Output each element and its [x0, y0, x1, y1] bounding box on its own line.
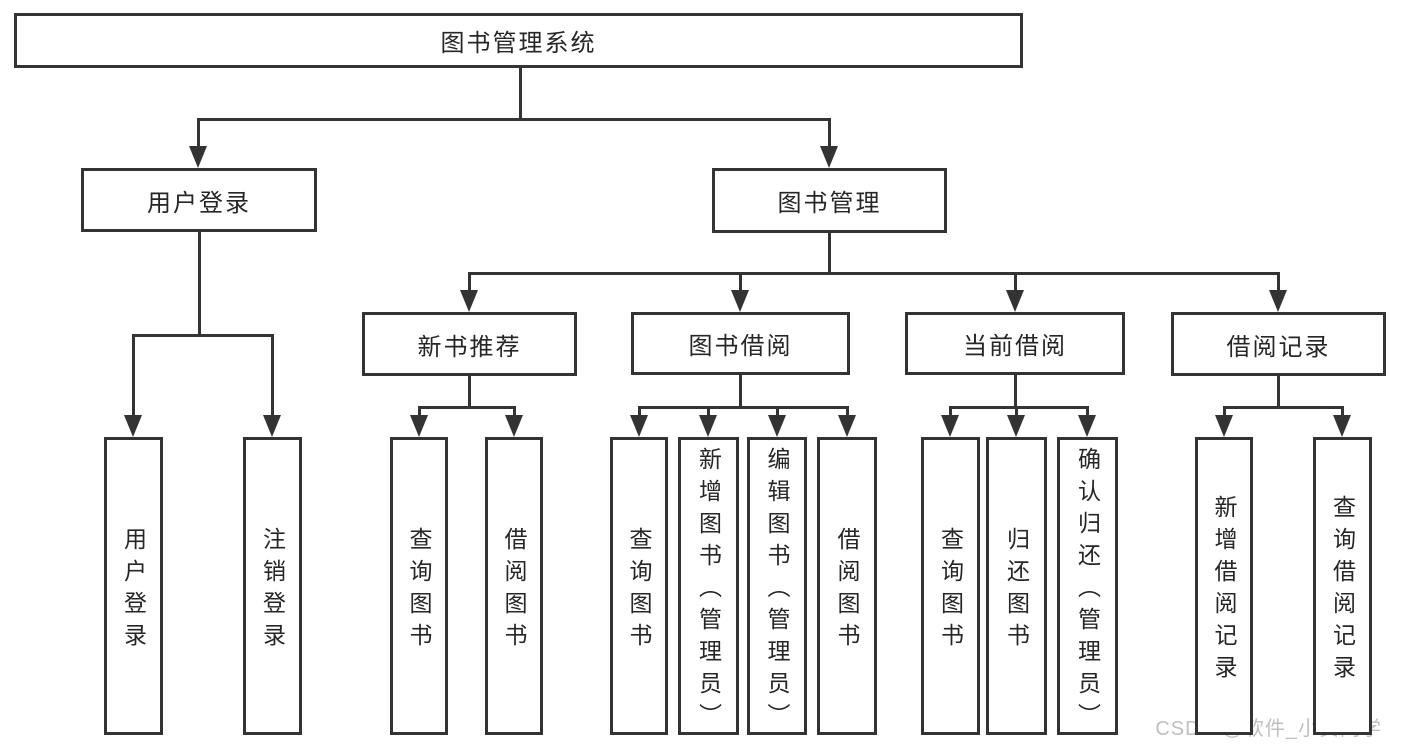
node-rec-add-borrow-log: 新增借阅记录	[1195, 437, 1253, 735]
node-label-rec-add-borrow-log: 新增借阅记录	[1211, 494, 1237, 687]
connector-drop	[417, 407, 421, 417]
arrowhead-down-icon	[1006, 290, 1024, 312]
connector-bar	[1222, 405, 1344, 409]
node-label-book-borrowing: 图书借阅	[688, 333, 793, 360]
arrowhead-down-icon	[505, 415, 523, 437]
node-label-rec-query-borrow-log: 查询借阅记录	[1329, 494, 1356, 687]
node-book-management: 图书管理	[712, 168, 947, 233]
connector-drop	[1222, 407, 1226, 417]
node-label-root: 图书管理系统	[440, 30, 597, 57]
arrowhead-down-icon	[768, 415, 786, 437]
connector-bar	[948, 405, 1089, 409]
arrowhead-down-icon	[1078, 415, 1096, 437]
arrowhead-down-icon	[460, 290, 478, 312]
node-bor-borrow-book: 借阅图书	[817, 437, 877, 735]
node-cur-query-book: 查询图书	[921, 437, 980, 735]
node-label-borrowing-records: 借阅记录	[1226, 333, 1331, 361]
connector-stem	[1013, 375, 1017, 407]
node-borrowing-records: 借阅记录	[1171, 312, 1386, 376]
arrowhead-down-icon	[124, 415, 142, 437]
connector-drop	[512, 407, 516, 417]
node-label-rec-query-book: 查询图书	[406, 526, 432, 655]
connector-stem	[1276, 376, 1280, 407]
connector-drop	[196, 119, 200, 148]
connector-bar	[637, 405, 849, 409]
arrowhead-down-icon	[410, 415, 428, 437]
connector-drop	[1085, 407, 1089, 417]
connector-bar	[131, 333, 274, 337]
node-label-bor-add-book: 新增图书（管理员）	[695, 446, 722, 735]
connector-drop	[827, 119, 831, 148]
node-label-bor-edit-book: 编辑图书（管理员）	[764, 446, 790, 735]
connector-stem	[827, 233, 831, 273]
connector-drop	[775, 407, 779, 417]
node-book-borrowing: 图书借阅	[631, 312, 850, 375]
connector-stem	[197, 232, 201, 335]
node-label-logout: 注销登录	[259, 526, 286, 655]
connector-stem	[467, 376, 471, 407]
arrowhead-down-icon	[263, 415, 281, 437]
node-user-login: 用户登录	[104, 437, 163, 735]
node-rec-query-book: 查询图书	[390, 437, 448, 735]
node-bor-edit-book: 编辑图书（管理员）	[747, 437, 807, 735]
node-cur-return-book: 归还图书	[986, 437, 1047, 735]
node-label-cur-confirm-return: 确认归还（管理员）	[1074, 446, 1101, 735]
node-root: 图书管理系统	[14, 13, 1023, 68]
connector-drop	[738, 273, 742, 292]
arrowhead-down-icon	[838, 415, 856, 437]
connector-drop	[637, 407, 641, 417]
connector-bar	[467, 271, 1280, 275]
connector-bar	[417, 405, 516, 409]
connector-drop	[1014, 407, 1018, 417]
node-current-borrowing: 当前借阅	[905, 312, 1125, 375]
arrowhead-down-icon	[699, 415, 717, 437]
connector-drop	[845, 407, 849, 417]
connector-stem	[738, 375, 742, 407]
node-label-bor-borrow-book: 借阅图书	[834, 526, 860, 655]
connector-stem	[518, 68, 522, 119]
connector-drop	[1340, 407, 1344, 417]
node-label-current-borrowing: 当前借阅	[963, 333, 1067, 360]
node-label-rec-borrow-book: 借阅图书	[501, 526, 527, 655]
node-label-cur-query-book: 查询图书	[937, 526, 964, 655]
arrowhead-down-icon	[820, 146, 838, 168]
connector-drop	[131, 335, 135, 417]
node-logout: 注销登录	[243, 437, 302, 735]
connector-drop	[270, 335, 274, 417]
connector-drop	[1276, 273, 1280, 292]
connector-drop	[1013, 273, 1017, 292]
node-label-book-management: 图书管理	[777, 190, 882, 217]
connector-drop	[706, 407, 710, 417]
connector-bar	[196, 117, 831, 121]
arrowhead-down-icon	[630, 415, 648, 437]
arrowhead-down-icon	[1269, 290, 1287, 312]
arrowhead-down-icon	[1215, 415, 1233, 437]
node-user-login-group: 用户登录	[81, 168, 317, 232]
arrowhead-down-icon	[731, 290, 749, 312]
node-cur-confirm-return: 确认归还（管理员）	[1057, 437, 1118, 735]
arrowhead-down-icon	[1333, 415, 1351, 437]
node-label-user-login-group: 用户登录	[147, 189, 251, 217]
connector-drop	[948, 407, 952, 417]
connector-drop	[467, 273, 471, 292]
node-label-user-login: 用户登录	[120, 526, 147, 655]
node-label-new-book-recommend: 新书推荐	[417, 333, 522, 361]
arrowhead-down-icon	[941, 415, 959, 437]
node-label-bor-query-book: 查询图书	[626, 526, 652, 655]
node-rec-query-borrow-log: 查询借阅记录	[1313, 437, 1372, 735]
arrowhead-down-icon	[189, 146, 207, 168]
arrowhead-down-icon	[1007, 415, 1025, 437]
node-rec-borrow-book: 借阅图书	[485, 437, 543, 735]
node-bor-query-book: 查询图书	[610, 437, 668, 735]
node-bor-add-book: 新增图书（管理员）	[678, 437, 739, 735]
node-label-cur-return-book: 归还图书	[1003, 526, 1030, 655]
node-new-book-recommend: 新书推荐	[362, 312, 577, 376]
